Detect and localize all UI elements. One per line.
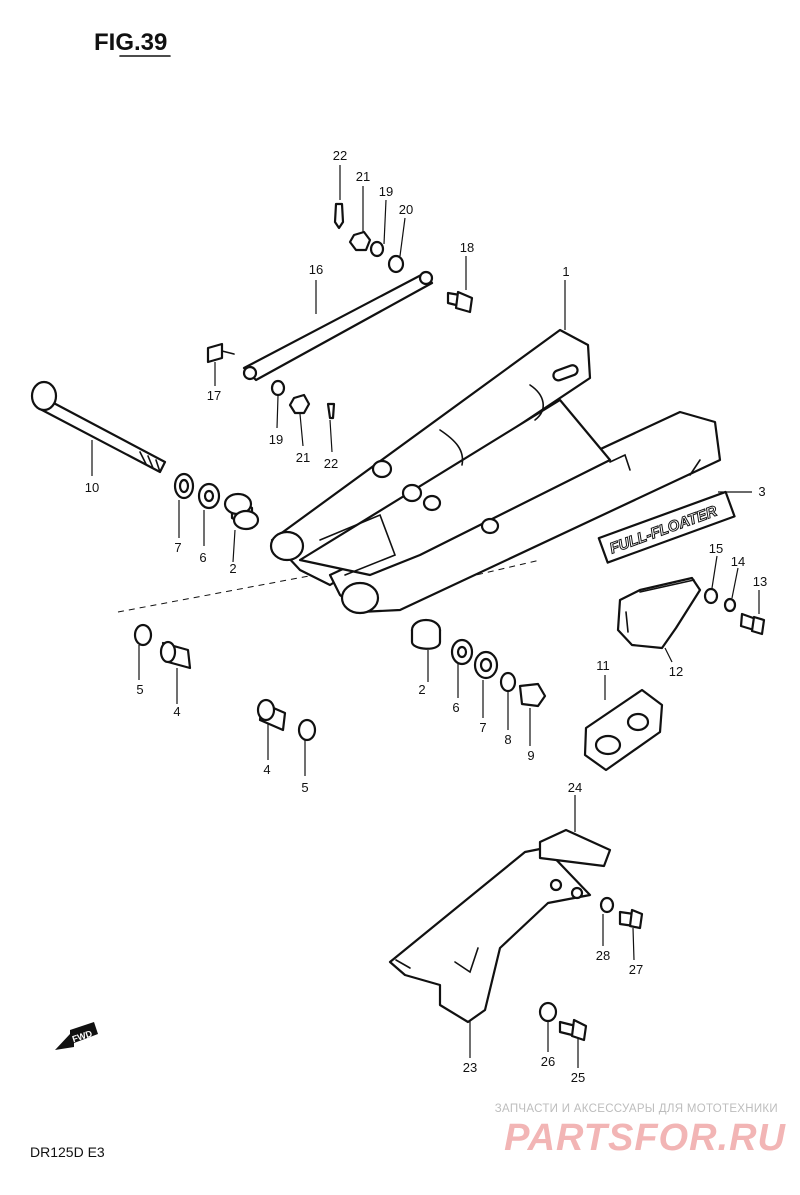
- callout-6: 6: [452, 700, 459, 715]
- callout-5: 5: [301, 780, 308, 795]
- right-pivot-parts: [410, 618, 547, 708]
- callout-11: 11: [596, 658, 610, 673]
- callout-4: 4: [263, 762, 270, 777]
- chain-guard-bracket: [616, 576, 766, 650]
- callout-17: 17: [207, 388, 221, 403]
- callout-2: 2: [418, 682, 425, 697]
- lower-bushings: [133, 623, 317, 742]
- chain-case: [388, 828, 644, 1042]
- callout-3: 3: [758, 484, 765, 499]
- callout-10: 10: [85, 480, 99, 495]
- callout-21: 21: [296, 450, 310, 465]
- link-rod: [242, 270, 434, 382]
- callout-16: 16: [309, 262, 323, 277]
- pivot-shaft: [30, 380, 167, 474]
- callout-20: 20: [399, 202, 413, 217]
- watermark-tagline: ЗАПЧАСТИ И АКСЕССУАРЫ ДЛЯ МОТОТЕХНИКИ: [495, 1103, 778, 1115]
- callout-6: 6: [199, 550, 206, 565]
- callout-26: 26: [541, 1054, 555, 1069]
- callout-28: 28: [596, 948, 610, 963]
- callout-23: 23: [463, 1060, 477, 1075]
- callout-22: 22: [324, 456, 338, 471]
- figure-title: FIG.39: [94, 29, 167, 56]
- upper-fasteners: [206, 202, 474, 420]
- callout-27: 27: [629, 962, 643, 977]
- callout-14: 14: [731, 554, 745, 569]
- swingarm: [269, 328, 722, 615]
- watermark: ЗАПЧАСТИ И АКСЕССУАРЫ ДЛЯ МОТОТЕХНИКИ PA…: [495, 1103, 786, 1159]
- callout-1: 1: [562, 264, 569, 279]
- callout-labels: 1 2 2 3 4 4 5 5 6 6 7 7 8 9 10 11 12 13 …: [85, 148, 767, 1085]
- callout-15: 15: [709, 541, 723, 556]
- callout-8: 8: [504, 732, 511, 747]
- callout-22: 22: [333, 148, 347, 163]
- callout-4: 4: [173, 704, 180, 719]
- callout-18: 18: [460, 240, 474, 255]
- callout-9: 9: [527, 748, 534, 763]
- callout-19: 19: [379, 184, 393, 199]
- left-pivot-parts: [173, 472, 260, 531]
- callout-5: 5: [136, 682, 143, 697]
- chain-buffer: [583, 688, 664, 772]
- axis-line: [117, 571, 331, 613]
- callout-21: 21: [356, 169, 370, 184]
- fwd-arrow-icon: FWD: [55, 1022, 98, 1050]
- model-code: DR125D E3: [30, 1144, 105, 1160]
- watermark-brand: PARTSFOR.RU: [504, 1117, 786, 1159]
- callout-7: 7: [174, 540, 181, 555]
- callout-2: 2: [229, 561, 236, 576]
- callout-25: 25: [571, 1070, 585, 1085]
- callout-7: 7: [479, 720, 486, 735]
- leader-lines: [91, 165, 760, 1068]
- callout-24: 24: [568, 780, 582, 795]
- callout-19: 19: [269, 432, 283, 447]
- axis-line-right: [369, 559, 541, 601]
- callout-12: 12: [669, 664, 683, 679]
- callout-13: 13: [753, 574, 767, 589]
